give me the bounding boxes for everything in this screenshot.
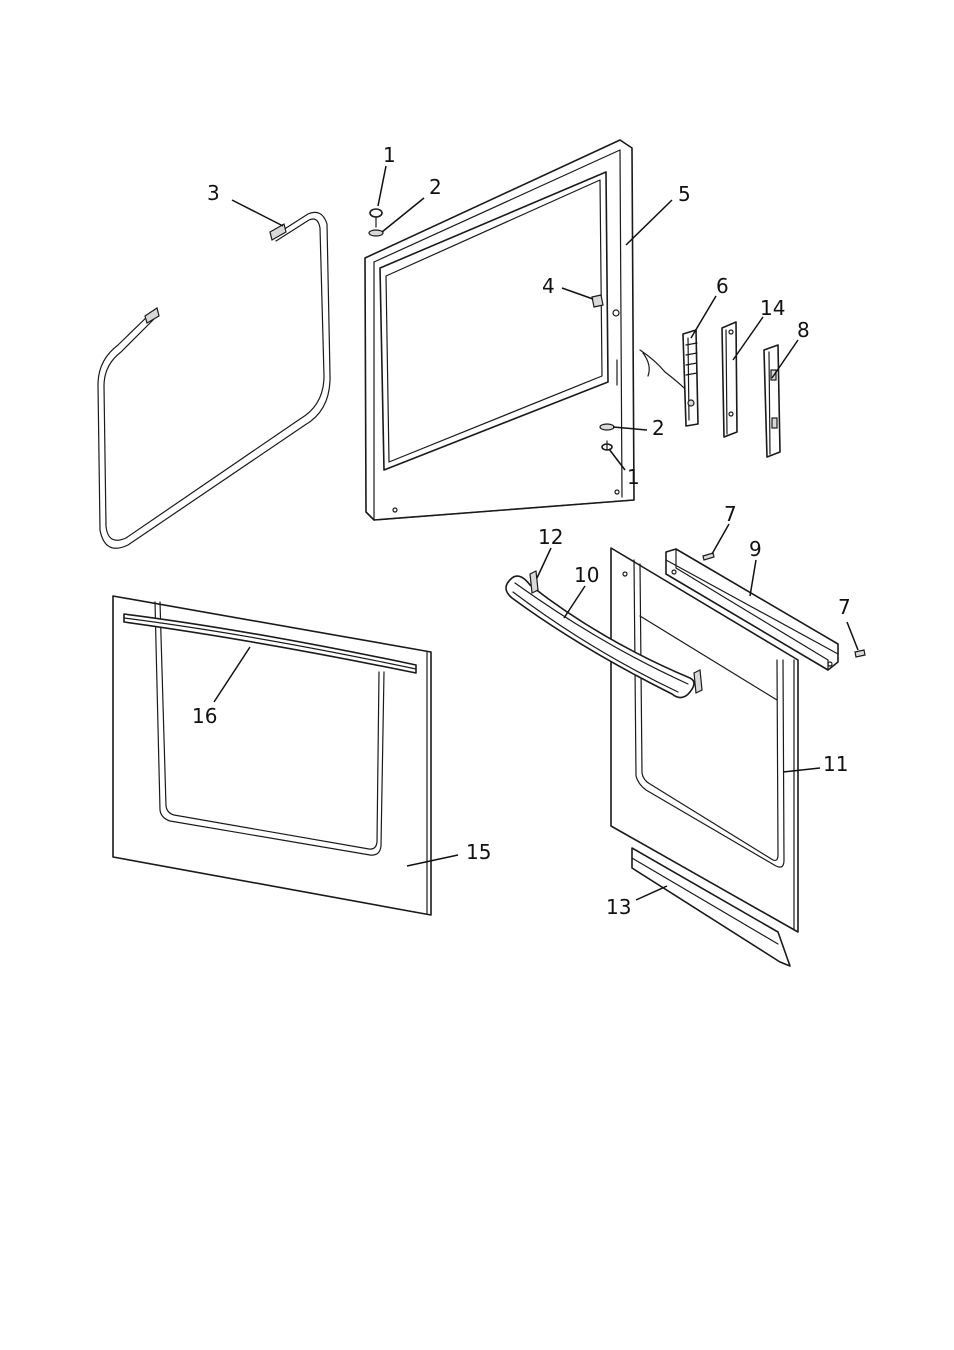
inner-door-frame (365, 140, 634, 520)
stud (592, 295, 603, 307)
callout-15: 15 (466, 840, 491, 864)
callout-10: 10 (574, 563, 599, 587)
callout-11: 11 (823, 752, 848, 776)
callout-14: 14 (760, 296, 785, 320)
callout-7-right: 7 (838, 595, 851, 619)
hinge-bracket (764, 345, 780, 457)
hinge (640, 330, 698, 426)
callout-3: 3 (207, 181, 220, 205)
callout-9: 9 (749, 537, 762, 561)
door-seal-gasket (98, 212, 330, 548)
leader-14 (733, 317, 763, 360)
callout-6: 6 (716, 274, 729, 298)
handle-end-cap-left (530, 571, 538, 593)
leader-7-right (847, 622, 858, 650)
screw-right (855, 650, 865, 657)
leader-2-top (382, 198, 424, 232)
callout-16: 16 (192, 704, 217, 728)
handle-end-cap-right (694, 670, 702, 693)
callout-7-left: 7 (724, 502, 737, 526)
leader-3 (232, 200, 283, 226)
callout-8: 8 (797, 318, 810, 342)
washer-bottom (600, 424, 614, 430)
hinge-channel (722, 322, 737, 437)
callout-5: 5 (678, 182, 691, 206)
callout-1-top: 1 (383, 143, 396, 167)
washer-top (369, 230, 383, 236)
callout-1-bottom: 1 (627, 465, 640, 489)
callout-2-bottom: 2 (652, 416, 665, 440)
callout-13: 13 (606, 895, 631, 919)
leader-9 (750, 560, 756, 596)
callout-4: 4 (542, 274, 555, 298)
screw-top (370, 209, 382, 227)
callout-2-top: 2 (429, 175, 442, 199)
leader-7-left (712, 524, 729, 554)
leader-12 (537, 548, 551, 578)
callout-12: 12 (538, 525, 563, 549)
leader-6 (691, 296, 716, 338)
leader-13 (636, 886, 667, 900)
leader-1-top (378, 166, 386, 206)
leader-10 (564, 586, 585, 618)
